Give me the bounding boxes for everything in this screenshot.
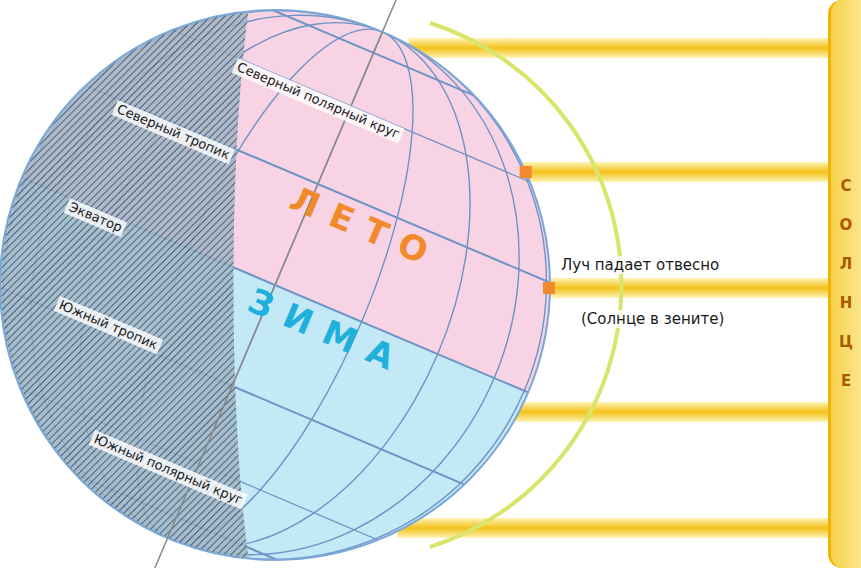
sun-label: СОЛНЦЕ (839, 167, 854, 401)
ray-note: Луч падает отвесно (558, 256, 722, 274)
sun-band: СОЛНЦЕ (828, 0, 861, 568)
ray-note: (Солнце в зените) (578, 310, 727, 328)
